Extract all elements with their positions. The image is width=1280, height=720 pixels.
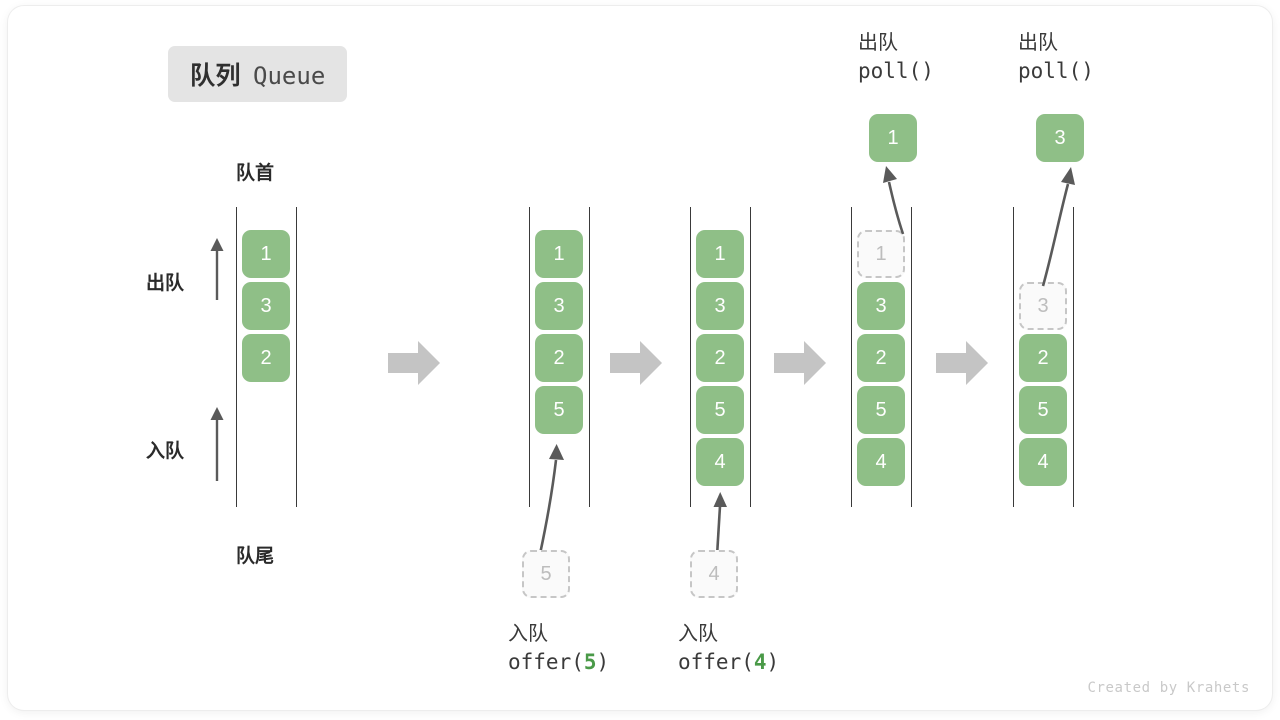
queue-slot-removed: 3 (1019, 282, 1067, 330)
poll-3-code: poll() (1018, 59, 1094, 84)
queue-slot-removed: 1 (857, 230, 905, 278)
title-english: Queue (253, 62, 326, 90)
label-enqueue-direction: 入队 (146, 441, 185, 462)
offer-4-label-cn: 入队 (678, 623, 718, 645)
rail-left (1013, 207, 1014, 507)
queue-slot: 4 (696, 438, 744, 486)
queue-slot: 2 (696, 334, 744, 382)
rail-right (1073, 207, 1074, 507)
queue-slot: 3 (857, 282, 905, 330)
rail-right (911, 207, 912, 507)
queue-slot: 3 (242, 282, 290, 330)
label-queue-head: 队首 (236, 163, 275, 184)
queue-slot: 1 (242, 230, 290, 278)
rail-left (851, 207, 852, 507)
label-dequeue-direction: 出队 (146, 273, 185, 294)
queue-slot: 2 (242, 334, 290, 382)
offer-4-code: offer(4) (678, 650, 780, 675)
rail-right (296, 207, 297, 507)
label-queue-tail: 队尾 (236, 546, 275, 567)
queue-slot: 3 (535, 282, 583, 330)
queue-slot: 4 (1019, 438, 1067, 486)
offer-5-label-cn: 入队 (508, 623, 548, 645)
poll-1-label-cn: 出队 (858, 32, 898, 54)
poll-3-arrow-icon (1041, 167, 1075, 287)
transition-arrow-icon (774, 341, 826, 385)
rail-right (589, 207, 590, 507)
queue-slot: 1 (535, 230, 583, 278)
queue-slot: 2 (857, 334, 905, 382)
transition-arrow-icon (936, 341, 988, 385)
watermark: Created by Krahets (1087, 680, 1250, 696)
queue-slot: 5 (696, 386, 744, 434)
title-badge: 队列 Queue (168, 46, 348, 102)
transition-arrow-icon (388, 341, 440, 385)
poll-1-result-box: 1 (869, 114, 917, 162)
poll-1-arrow-icon (883, 166, 905, 235)
queue-slot: 2 (1019, 334, 1067, 382)
offer-5-caption: 入队 offer(5) (508, 621, 609, 677)
offer-5-ghost-box: 5 (522, 550, 570, 598)
queue-slot: 3 (696, 282, 744, 330)
queue-slot: 5 (1019, 386, 1067, 434)
poll-3-caption: 出队 poll() (1018, 30, 1094, 86)
queue-slot: 4 (857, 438, 905, 486)
enqueue-arrow-icon (210, 407, 224, 481)
title-chinese: 队列 (190, 62, 242, 90)
offer-5-arrow-icon (538, 444, 564, 555)
queue-slot: 5 (535, 386, 583, 434)
offer-4-ghost-box: 4 (690, 550, 738, 598)
offer-5-code: offer(5) (508, 650, 610, 675)
queue-slot: 5 (857, 386, 905, 434)
poll-3-result-box: 3 (1036, 114, 1084, 162)
transition-arrow-icon (610, 341, 662, 385)
rail-left (236, 207, 237, 507)
offer-4-caption: 入队 offer(4) (678, 621, 779, 677)
queue-slot: 1 (696, 230, 744, 278)
poll-1-caption: 出队 poll() (858, 30, 934, 86)
rail-right (750, 207, 751, 507)
rail-left (529, 207, 530, 507)
poll-1-code: poll() (858, 59, 934, 84)
queue-slot: 2 (535, 334, 583, 382)
dequeue-arrow-icon (210, 238, 224, 300)
poll-3-label-cn: 出队 (1018, 32, 1058, 54)
rail-left (690, 207, 691, 507)
